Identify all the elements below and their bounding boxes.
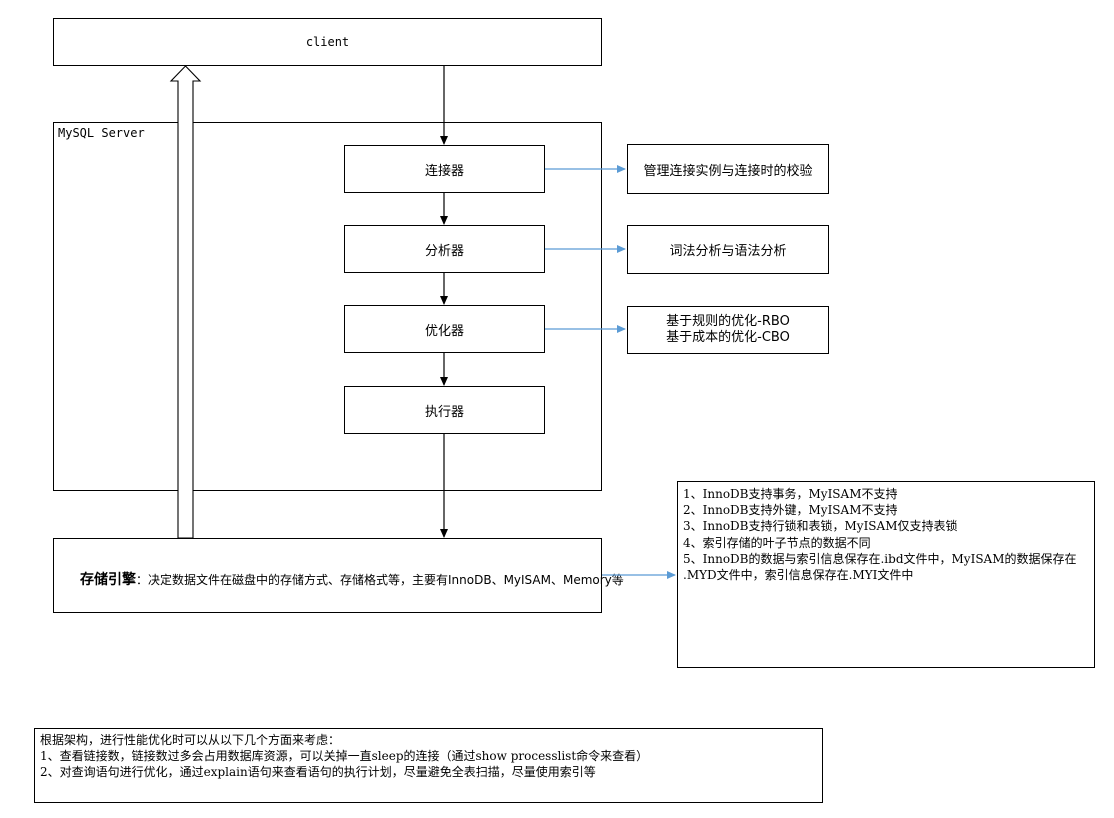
storage-engine-text: 存储引擎：决定数据文件在磁盘中的存储方式、存储格式等，主要有InnoDB、MyI… <box>80 569 624 589</box>
engine-diff-line-4: 4、索引存储的叶子节点的数据不同 <box>683 535 871 550</box>
executor-label: 执行器 <box>424 404 464 420</box>
optimizer-note: 基于规则的优化-RBO 基于成本的优化-CBO <box>627 306 829 354</box>
engine-diff-line-5: 5、InnoDB的数据与索引信息保存在.ibd文件中，MyISAM的数据保存在 <box>683 551 1077 566</box>
optimizer-box: 优化器 <box>344 305 545 353</box>
client-box: client <box>53 18 602 66</box>
engine-diff-line-2: 2、InnoDB支持外键，MyISAM不支持 <box>683 503 898 518</box>
engine-diff-line-1: 1、InnoDB支持事务，MyISAM不支持 <box>683 487 898 501</box>
mysql-server-label: MySQL Server <box>58 126 145 140</box>
analyzer-box: 分析器 <box>344 225 545 273</box>
optimizer-note-line-1: 基于规则的优化-RBO <box>666 313 790 329</box>
tips-line-1: 根据架构，进行性能优化时可以从以下几个方面来考虑： <box>40 733 341 747</box>
tips-line-3: 2、对查询语句进行优化，通过explain语句来查看语句的执行计划，尽量避免全表… <box>40 765 596 780</box>
client-label: client <box>305 35 350 49</box>
analyzer-label: 分析器 <box>424 243 464 259</box>
analyzer-note: 词法分析与语法分析 <box>627 225 829 274</box>
storage-engine-box: 存储引擎：决定数据文件在磁盘中的存储方式、存储格式等，主要有InnoDB、MyI… <box>53 538 624 613</box>
engine-diff-box: 1、InnoDB支持事务，MyISAM不支持 2、InnoDB支持外键，MyIS… <box>677 481 1095 668</box>
optimizer-label: 优化器 <box>424 323 464 339</box>
engine-diff-line-3: 3、InnoDB支持行锁和表锁，MyISAM仅支持表锁 <box>683 519 958 534</box>
return-arrow <box>169 65 202 539</box>
connector-label: 连接器 <box>424 163 464 179</box>
tips-box: 根据架构，进行性能优化时可以从以下几个方面来考虑： 1、查看链接数，链接数过多会… <box>34 728 823 803</box>
optimizer-note-line-2: 基于成本的优化-CBO <box>666 330 790 345</box>
engine-diff-line-6: .MYD文件中，索引信息保存在.MYI文件中 <box>683 567 914 582</box>
connector-note: 管理连接实例与连接时的校验 <box>627 144 829 194</box>
storage-engine-desc: ：决定数据文件在磁盘中的存储方式、存储格式等，主要有InnoDB、MyISAM、… <box>136 573 624 587</box>
analyzer-note-text: 词法分析与语法分析 <box>669 244 787 259</box>
connector-box: 连接器 <box>344 145 545 193</box>
connector-note-text: 管理连接实例与连接时的校验 <box>643 163 813 179</box>
tips-line-2: 1、查看链接数，链接数过多会占用数据库资源，可以关掉一直sleep的连接（通过s… <box>40 749 649 764</box>
executor-box: 执行器 <box>344 386 545 434</box>
storage-engine-title: 存储引擎 <box>80 572 136 588</box>
